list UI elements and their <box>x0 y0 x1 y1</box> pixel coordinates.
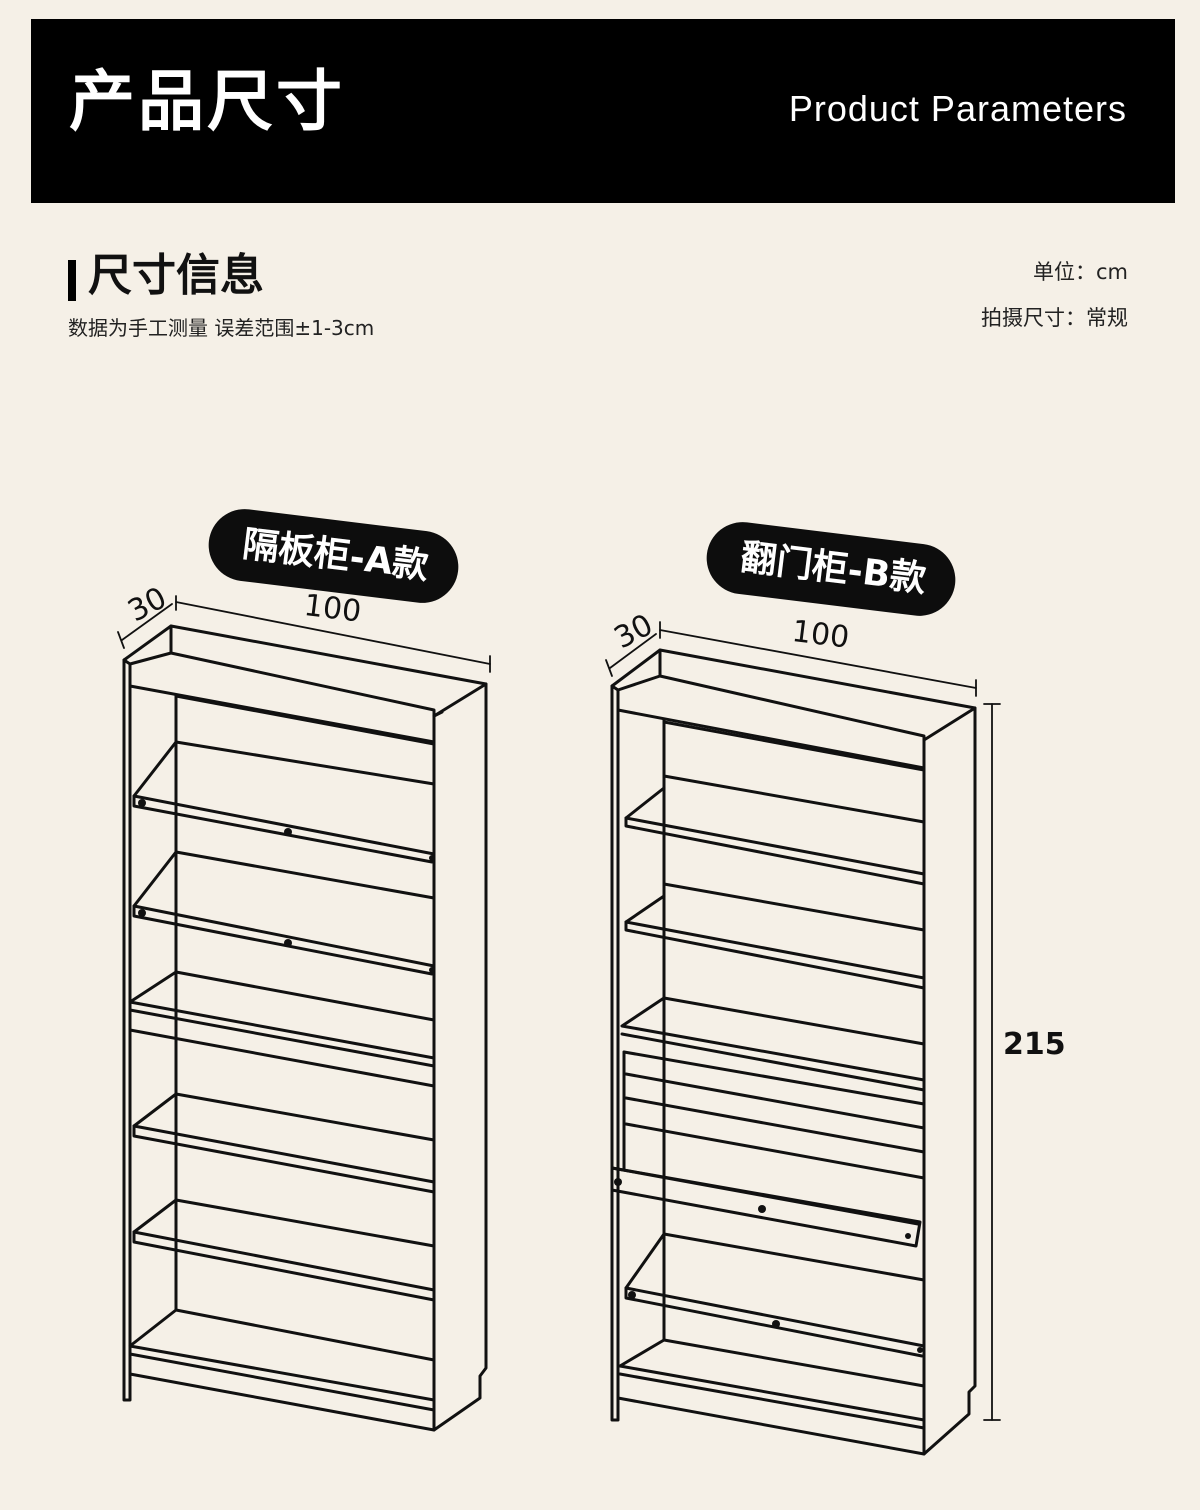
cabinet-b-height: 215 <box>1003 1027 1066 1062</box>
shoot-size-label: 拍摄尺寸：常规 <box>981 306 1128 330</box>
cabinet-a-depth: 30 <box>122 580 172 629</box>
page-title: 产品尺寸 <box>69 63 345 140</box>
section-marker <box>68 260 76 301</box>
measurement-note: 数据为手工测量 误差范围±1-3cm <box>68 316 375 340</box>
cabinet-a-width: 100 <box>302 588 363 630</box>
cabinet-b-width: 100 <box>790 614 851 656</box>
cabinet-a-drawing <box>122 624 488 1432</box>
page-subtitle: Product Parameters <box>788 88 1127 129</box>
unit-label: 单位：cm <box>1032 260 1128 284</box>
section-title: 尺寸信息 <box>88 250 264 301</box>
cabinet-b-drawing <box>610 648 977 1456</box>
cabinet-b-depth: 30 <box>609 607 659 656</box>
header-banner: 产品尺寸 Product Parameters <box>31 19 1175 203</box>
